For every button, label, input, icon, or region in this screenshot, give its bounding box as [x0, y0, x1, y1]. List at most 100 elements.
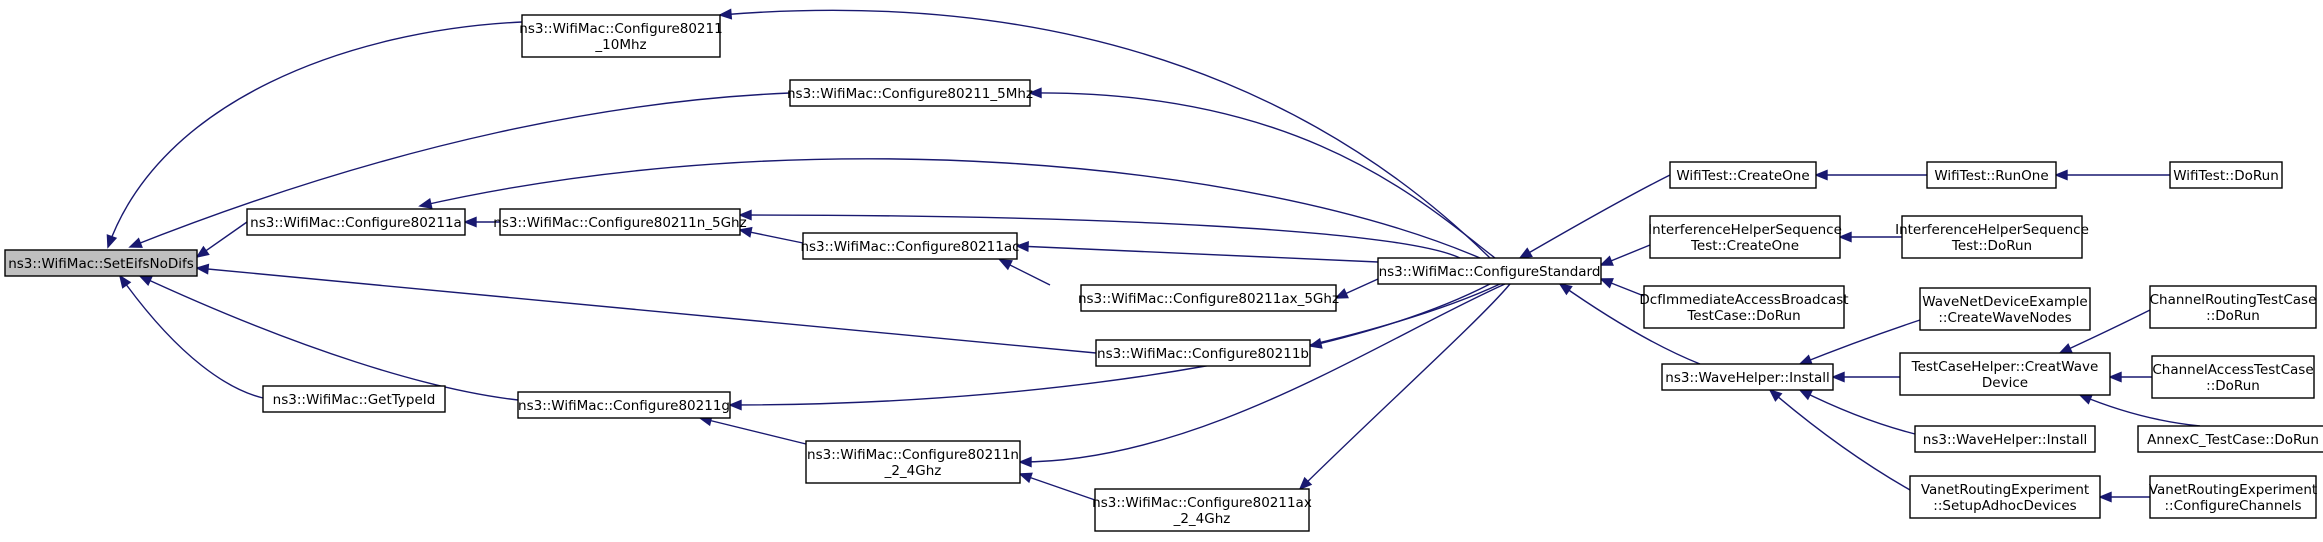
function-node[interactable]: ns3::WifiMac::Configure80211g [517, 391, 731, 419]
function-node[interactable]: ns3::WifiMac::Configure80211ac [800, 232, 1020, 260]
node-box[interactable] [1901, 215, 2083, 259]
node-label: WifiTest::CreateOne [1676, 168, 1809, 184]
node-box[interactable] [2149, 475, 2317, 519]
node-label: _2_4Ghz [1173, 511, 1231, 527]
arrowhead-n26-to-n20 [2078, 394, 2093, 405]
arrowhead-n12-to-n3 [418, 198, 433, 209]
node-box[interactable] [2169, 161, 2283, 189]
function-node[interactable]: AnnexC_TestCase::DoRun [2137, 425, 2323, 453]
function-node[interactable]: ns3::WifiMac::Configure80211ax_2_4Ghz [1092, 488, 1312, 532]
function-node[interactable]: ChannelAccessTestCase::DoRun [2151, 355, 2315, 399]
function-node[interactable]: ChannelRoutingTestCase::DoRun [2149, 285, 2317, 329]
node-box[interactable] [2137, 425, 2323, 453]
arrowhead-n12-to-n5 [1015, 240, 1029, 253]
node-box[interactable] [1919, 287, 2091, 331]
edge-n12-to-n11 [1299, 283, 1511, 490]
edge-n12-to-n2 [1029, 92, 1496, 259]
arrowhead-n12-to-n4 [738, 209, 752, 221]
node-box[interactable] [1661, 363, 1834, 391]
node-label: ns3::WifiMac::SetEifsNoDifs [8, 256, 194, 272]
node-label: ns3::WifiMac::Configure80211 [519, 21, 722, 37]
arrowhead-n17-to-n13 [1814, 169, 1828, 181]
function-node[interactable]: ns3::WifiMac::Configure80211_5Mhz [787, 79, 1033, 107]
node-box[interactable] [1909, 475, 2101, 519]
function-node[interactable]: WifiTest::RunOne [1926, 161, 2057, 189]
node-label: AnnexC_TestCase::DoRun [2147, 432, 2319, 448]
node-box[interactable] [1643, 285, 1845, 329]
node-label: ns3::WaveHelper::Install [1665, 370, 1829, 386]
function-node[interactable]: WifiTest::CreateOne [1669, 161, 1817, 189]
node-box[interactable] [1095, 339, 1311, 367]
function-node[interactable]: WaveNetDeviceExample::CreateWaveNodes [1919, 287, 2091, 331]
node-box[interactable] [4, 249, 198, 277]
arrowhead-n12-to-n9 [728, 399, 742, 411]
node-box[interactable] [521, 14, 721, 58]
function-node[interactable]: ns3::WifiMac::Configure80211ax_5Ghz [1078, 284, 1339, 312]
node-box[interactable] [1377, 257, 1602, 285]
node-label: ns3::WifiMac::Configure80211g [518, 398, 730, 414]
function-node[interactable]: ns3::WifiMac::Configure80211_10Mhz [519, 14, 723, 58]
node-box[interactable] [1899, 352, 2111, 396]
function-node[interactable]: ns3::WifiMac::GetTypeId [262, 385, 446, 413]
edge-n7-to-n0 [196, 267, 1097, 354]
arrowhead-n2-to-n0 [128, 237, 143, 248]
function-node[interactable]: ns3::WaveHelper::Install [1661, 363, 1834, 391]
node-box[interactable] [246, 208, 466, 236]
node-label: _2_4Ghz [884, 463, 942, 479]
edge-n12-to-n10 [1019, 283, 1506, 463]
node-label: ns3::WifiMac::Configure80211b [1097, 346, 1309, 362]
node-box[interactable] [1649, 215, 1841, 259]
node-box[interactable] [1926, 161, 2057, 189]
function-node[interactable]: VanetRoutingExperiment::ConfigureChannel… [2149, 475, 2317, 519]
edge-n12-to-n5 [1016, 245, 1379, 263]
node-box[interactable] [517, 391, 731, 419]
node-label: ns3::WifiMac::Configure80211ax [1092, 495, 1312, 511]
node-label: VanetRoutingExperiment [2149, 482, 2317, 498]
arrowhead-n18-to-n14 [1838, 231, 1852, 243]
function-node[interactable]: ns3::WifiMac::Configure80211a [246, 208, 466, 236]
node-label: ns3::WifiMac::Configure80211n_5Ghz [493, 215, 746, 231]
function-node[interactable]: ns3::WaveHelper::Install [1914, 425, 2096, 453]
edge-n21-to-n16 [1799, 389, 1916, 435]
arrowhead-n12-to-n6 [1334, 288, 1349, 299]
edge-n12-to-n3 [419, 158, 1481, 259]
arrowhead-n5-to-n4 [738, 226, 753, 238]
function-node[interactable]: InterferenceHelperSequenceTest::CreateOn… [1648, 215, 1842, 259]
arrowhead-n20-to-n16 [1831, 371, 1845, 383]
node-box[interactable] [802, 232, 1018, 260]
arrowhead-n25-to-n20 [2108, 371, 2122, 383]
edge-n16-to-n12 [1559, 283, 1701, 365]
node-label: ChannelRoutingTestCase [2150, 292, 2317, 308]
node-box[interactable] [1669, 161, 1817, 189]
node-label: Test::CreateOne [1690, 238, 1799, 254]
arrowhead-n4-to-n3 [463, 216, 477, 228]
function-node[interactable]: ns3::WifiMac::Configure80211b [1095, 339, 1311, 367]
arrowhead-n7-to-n0 [195, 263, 210, 275]
node-box[interactable] [2151, 355, 2315, 399]
function-node[interactable]: ns3::WifiMac::ConfigureStandard [1377, 257, 1602, 285]
function-node[interactable]: WifiTest::DoRun [2169, 161, 2283, 189]
edge-n2-to-n0 [129, 92, 791, 248]
edge-n1-to-n0 [107, 21, 523, 248]
function-node[interactable]: ns3::WifiMac::Configure80211n_5Ghz [493, 208, 747, 236]
node-label: ChannelAccessTestCase [2152, 362, 2313, 378]
function-node[interactable]: ns3::WifiMac::Configure80211n_2_4Ghz [805, 440, 1021, 484]
node-box[interactable] [805, 440, 1021, 484]
arrowhead-n13-to-n12 [1518, 247, 1533, 259]
node-box[interactable] [1914, 425, 2096, 453]
node-box[interactable] [499, 208, 741, 236]
node-box[interactable] [789, 79, 1031, 107]
node-box[interactable] [262, 385, 446, 413]
node-box[interactable] [1080, 284, 1337, 312]
node-box[interactable] [2149, 285, 2317, 329]
function-node[interactable]: VanetRoutingExperiment::SetupAdhocDevice… [1909, 475, 2101, 519]
node-box[interactable] [1094, 488, 1310, 532]
root-function-node[interactable]: ns3::WifiMac::SetEifsNoDifs [4, 249, 198, 277]
arrowhead-n3-to-n0 [195, 245, 210, 259]
node-label: ::DoRun [2206, 308, 2260, 324]
function-node[interactable]: DcfImmediateAccessBroadcastTestCase::DoR… [1639, 285, 1849, 329]
arrowhead-n24-to-n20 [2058, 343, 2073, 354]
